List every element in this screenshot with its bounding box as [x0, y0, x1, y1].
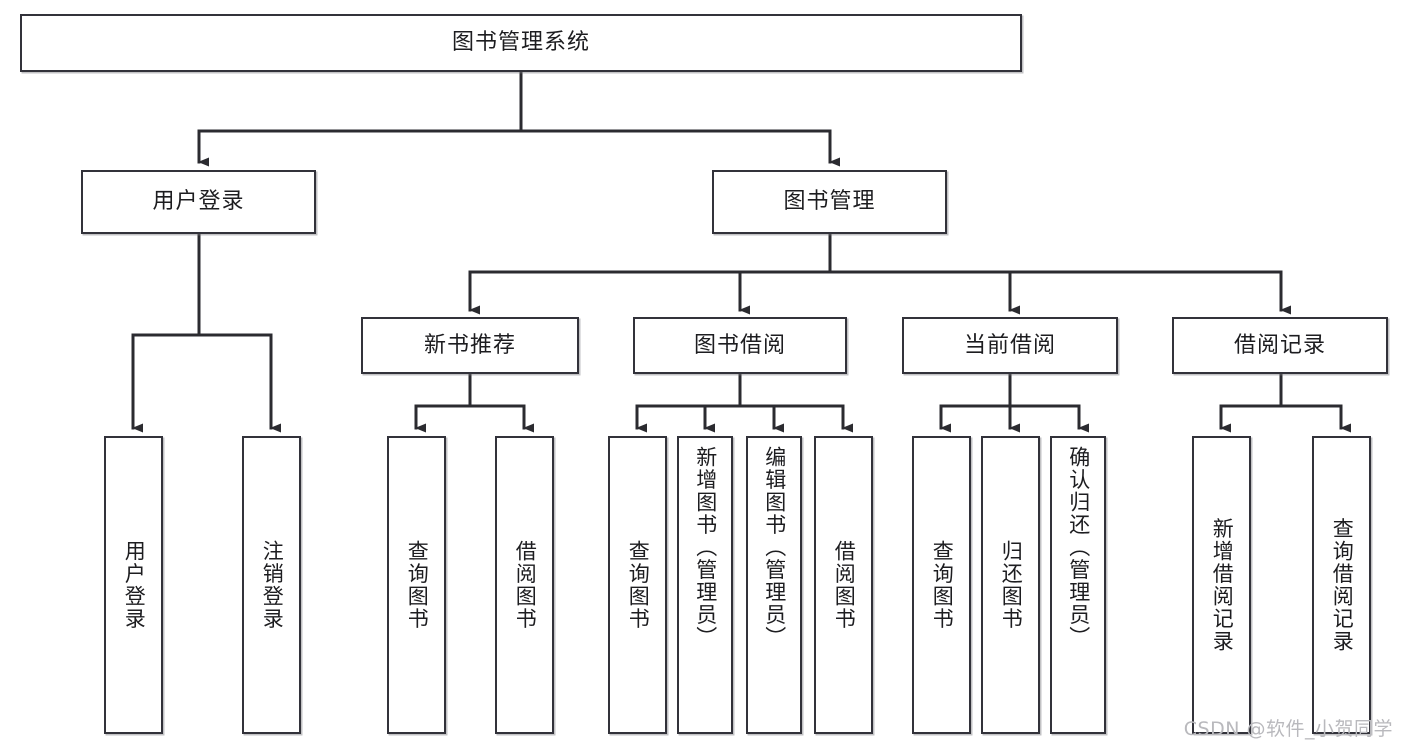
node-book-management[interactable]: 图书管理 — [712, 170, 947, 234]
node-current-borrow[interactable]: 当前借阅 — [902, 317, 1118, 374]
leaf-borrow-book-1[interactable]: 借阅图书 — [495, 436, 554, 734]
leaf-edit-book-label: 编辑图书（管理员） — [762, 446, 787, 649]
leaf-add-book[interactable]: 新增图书（管理员） — [677, 436, 733, 734]
leaf-borrow-book-1-label: 借阅图书 — [513, 540, 538, 630]
node-book-borrow-label: 图书借阅 — [693, 332, 786, 358]
leaf-query-book-2-label: 查询图书 — [626, 540, 651, 630]
leaf-edit-book[interactable]: 编辑图书（管理员） — [746, 436, 802, 734]
leaf-borrow-book-2-label: 借阅图书 — [832, 540, 857, 630]
leaf-user-login[interactable]: 用户登录 — [104, 436, 163, 734]
node-borrow-record-label: 借阅记录 — [1233, 332, 1326, 358]
leaf-user-logout-label: 注销登录 — [260, 540, 285, 630]
node-user-login[interactable]: 用户登录 — [81, 170, 316, 234]
leaf-add-book-label: 新增图书（管理员） — [693, 446, 718, 649]
leaf-borrow-book-2[interactable]: 借阅图书 — [814, 436, 873, 734]
leaf-confirm-return-label: 确认归还（管理员） — [1066, 446, 1091, 649]
node-root-system[interactable]: 图书管理系统 — [20, 14, 1022, 72]
node-root-system-label: 图书管理系统 — [451, 29, 590, 55]
leaf-user-logout[interactable]: 注销登录 — [242, 436, 301, 734]
leaf-add-record-label: 新增借阅记录 — [1210, 517, 1235, 653]
leaf-user-login-label: 用户登录 — [122, 540, 147, 630]
node-borrow-record[interactable]: 借阅记录 — [1172, 317, 1388, 374]
leaf-query-book-2[interactable]: 查询图书 — [608, 436, 667, 734]
csdn-watermark: CSDN @软件_小贺同学 — [1183, 718, 1393, 740]
node-book-management-label: 图书管理 — [783, 188, 876, 214]
leaf-query-book-1-label: 查询图书 — [405, 540, 430, 630]
node-book-borrow[interactable]: 图书借阅 — [633, 317, 847, 374]
node-current-borrow-label: 当前借阅 — [963, 332, 1056, 358]
leaf-confirm-return[interactable]: 确认归还（管理员） — [1050, 436, 1106, 734]
leaf-query-book-3[interactable]: 查询图书 — [912, 436, 971, 734]
leaf-query-record[interactable]: 查询借阅记录 — [1312, 436, 1371, 734]
leaf-query-book-3-label: 查询图书 — [930, 540, 955, 630]
leaf-return-book[interactable]: 归还图书 — [981, 436, 1040, 734]
leaf-return-book-label: 归还图书 — [999, 540, 1024, 630]
node-new-book-recommend-label: 新书推荐 — [423, 332, 516, 358]
leaf-add-record[interactable]: 新增借阅记录 — [1192, 436, 1251, 734]
leaf-query-record-label: 查询借阅记录 — [1330, 517, 1355, 653]
node-new-book-recommend[interactable]: 新书推荐 — [361, 317, 579, 374]
node-user-login-label: 用户登录 — [152, 188, 245, 214]
leaf-query-book-1[interactable]: 查询图书 — [387, 436, 446, 734]
